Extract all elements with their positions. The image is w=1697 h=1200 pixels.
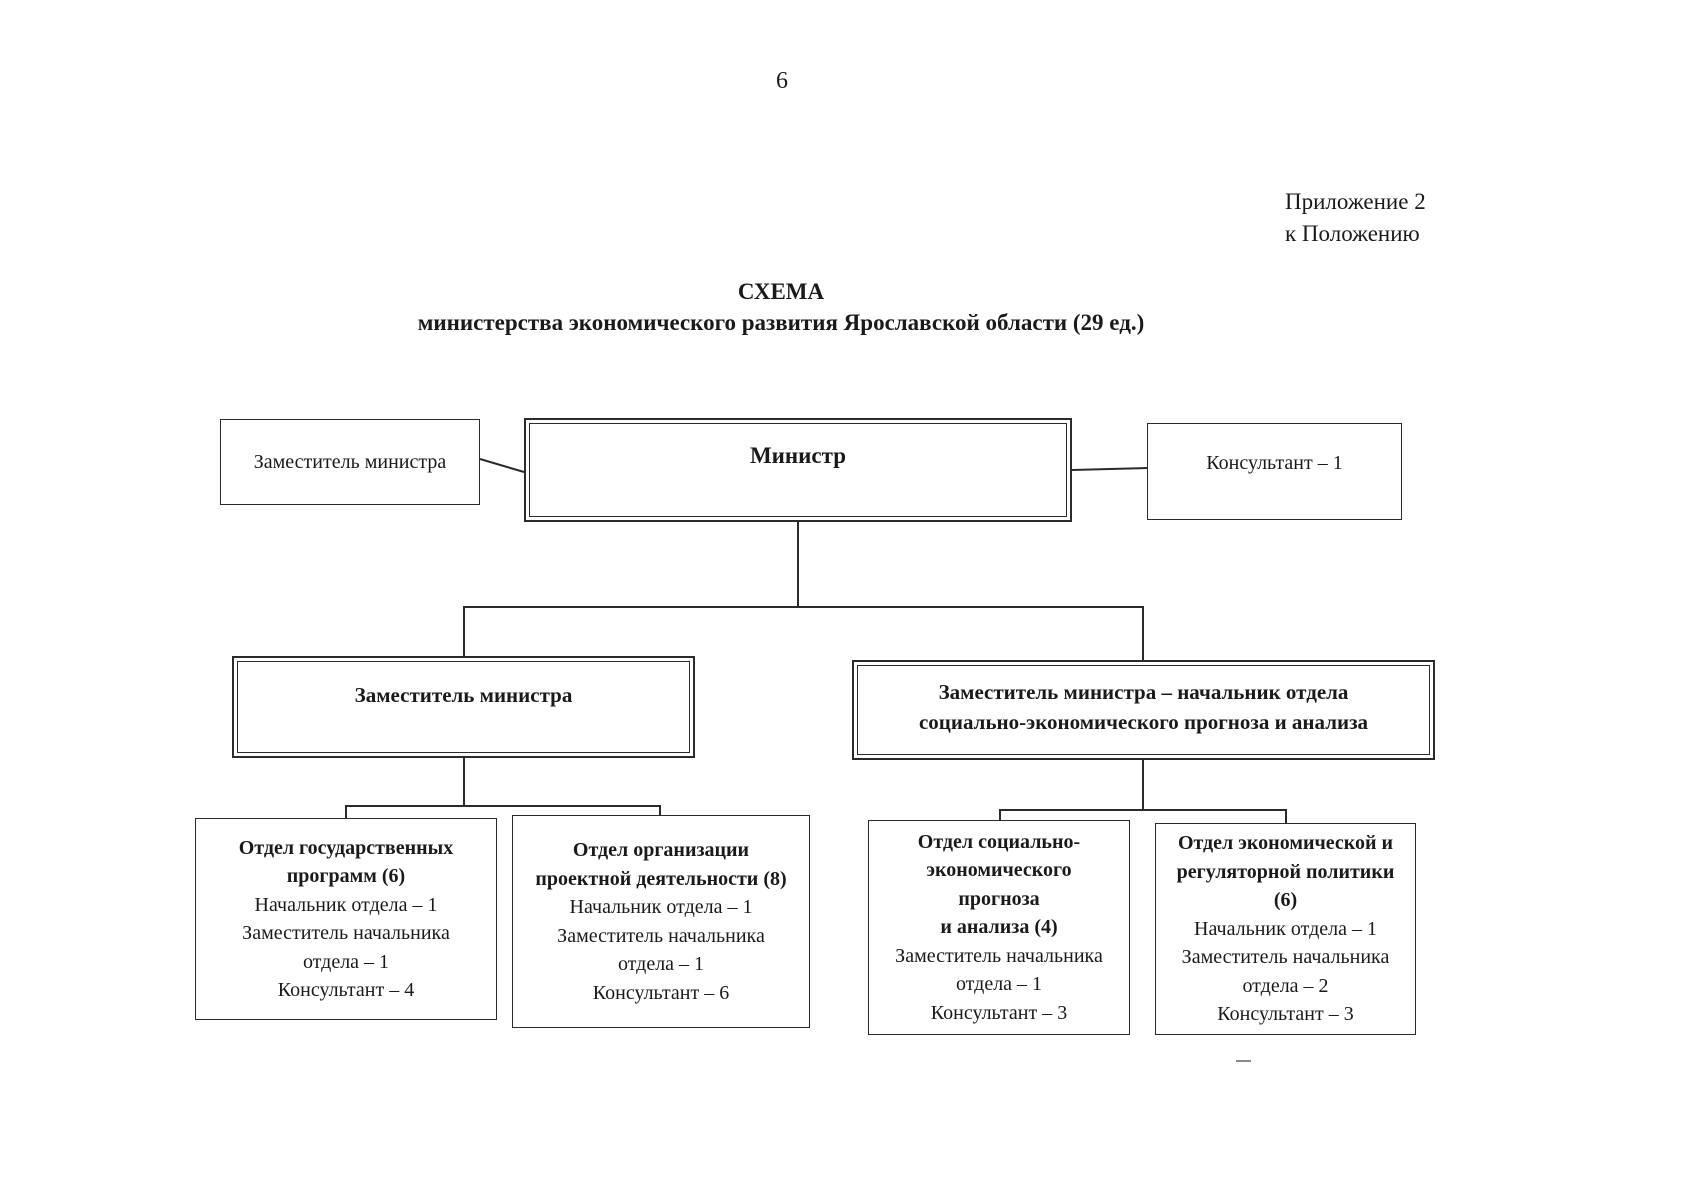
node-label: Консультант – 1 <box>1206 452 1343 474</box>
node-consultant: Консультант – 1 <box>1147 423 1402 520</box>
node-minister: Министр <box>524 418 1072 522</box>
page-number: 6 <box>776 68 788 94</box>
node-deputy-minister: Заместитель министра <box>232 656 695 758</box>
link-minister-to-consultant <box>1071 467 1148 471</box>
node-deputy-minister-top: Заместитель министра <box>220 419 480 505</box>
node-label: Заместитель министра <box>354 683 573 707</box>
node-label: Заместитель министра <box>253 450 447 473</box>
link-deputy-top-to-minister <box>479 458 525 473</box>
node-label: Министр <box>749 443 847 468</box>
